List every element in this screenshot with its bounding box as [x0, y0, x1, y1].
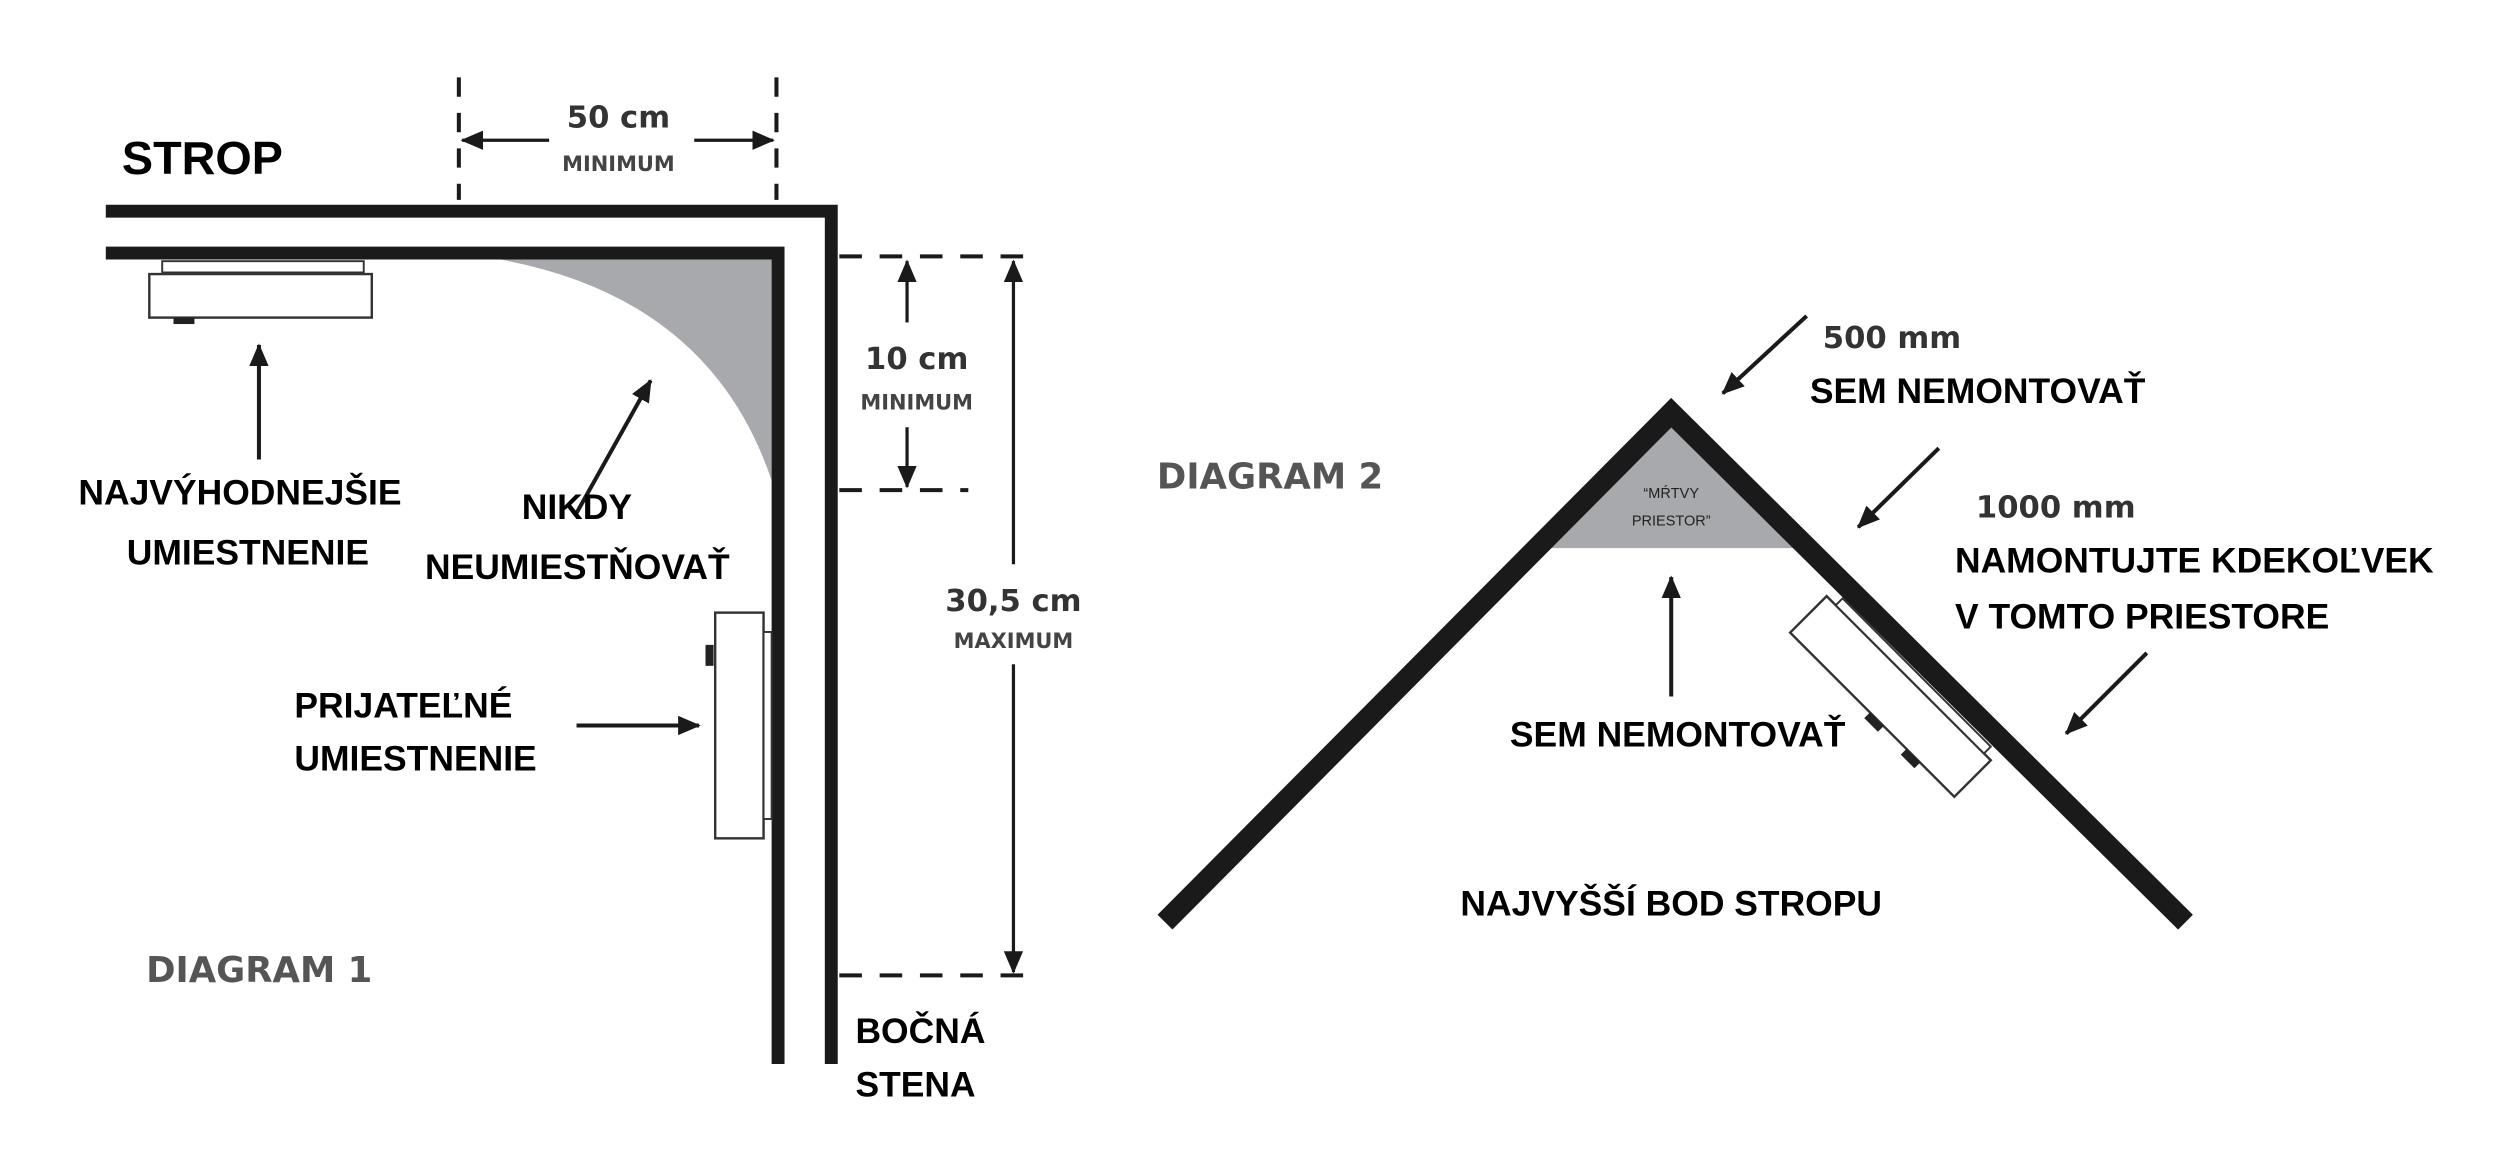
dead-space-label-line2: PRIESTOR” — [1632, 514, 1711, 530]
mount-label-line2: V TOMTO PRIESTORE — [1955, 597, 2329, 637]
dead-zone-corner — [500, 259, 772, 481]
dim-30-5cm-value: 30,5 cm — [945, 584, 1081, 619]
sloped-detector — [1788, 594, 1993, 799]
top-distance-label: 500 mm — [1823, 321, 1961, 356]
dim-10cm-value: 10 cm — [865, 342, 968, 377]
dimension-50cm: 50 cm MINIMUM — [456, 77, 779, 200]
dimension-30-5cm: 30,5 cm MAXIMUM — [945, 259, 1082, 974]
ceiling-inner-line — [105, 246, 785, 1065]
never-label-line1: NIKDY — [522, 487, 633, 527]
wall-label-line1: BOČNÁ — [855, 1011, 985, 1051]
side-distance-label: 1000 mm — [1976, 491, 2136, 526]
diagram-2-title: DIAGRAM 2 — [1157, 456, 1383, 497]
ceiling-detector — [148, 260, 374, 325]
dead-space-label-line1: “MŔTVY — [1643, 485, 1699, 502]
never-label-line2: NEUMIESTŇOVAŤ — [425, 547, 730, 587]
wall-label-line2: STENA — [855, 1064, 975, 1104]
dim-50cm-value: 50 cm — [567, 100, 670, 135]
dim-10cm-qualifier: MINIMUM — [860, 390, 973, 414]
dim-30-5cm-qualifier: MAXIMUM — [954, 629, 1074, 653]
best-label-line2: UMIESTNENIE — [127, 532, 369, 572]
best-label-line1: NAJVÝHODNEJŠIE — [78, 473, 401, 513]
top-warning-label: SEM NEMONTOVAŤ — [1810, 371, 2146, 411]
dead-space-triangle — [1545, 422, 1797, 549]
inner-warning-label: SEM NEMONTOVAŤ — [1510, 714, 1846, 754]
roof-lines — [1157, 397, 2193, 930]
acceptable-label-line2: UMIESTNENIE — [294, 739, 536, 779]
mount-label-line1: NAMONTUJTE KDEKOĽVEK — [1955, 540, 2434, 580]
peak-label: NAJVYŠŠÍ BOD STROPU — [1460, 884, 1882, 924]
arrow-never — [573, 379, 653, 517]
dimension-10cm: 10 cm MINIMUM — [860, 259, 973, 489]
dim-50cm-qualifier: MINIMUM — [562, 152, 675, 176]
arrow-1000mm — [1856, 446, 1941, 529]
diagram-2: “MŔTVY PRIESTOR” SEM NEMONTOVAŤ 500 mm S… — [1157, 314, 2434, 930]
diagram-1: NAJVÝHODNEJŠIE UMIESTNENIE NIKDY NEUMIES… — [78, 77, 1082, 1104]
acceptable-label-line1: PRIJATEĽNÉ — [294, 685, 512, 725]
ceiling-outer-line — [105, 204, 838, 1065]
arrow-mount-area — [2064, 651, 2149, 735]
arrow-500mm — [1721, 314, 1809, 395]
wall-detector — [705, 611, 773, 840]
diagram-1-title: DIAGRAM 1 — [146, 950, 372, 991]
ceiling-label: STROP — [122, 132, 283, 184]
